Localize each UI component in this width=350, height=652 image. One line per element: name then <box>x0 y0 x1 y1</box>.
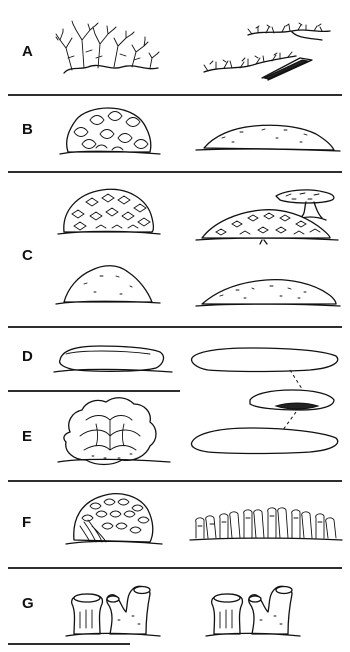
row-c-encrusting-sheet-submerged <box>196 280 340 306</box>
row-c-encrusting-mound-emergent <box>56 266 160 304</box>
row-b-encrusting-coral-submerged <box>196 125 340 151</box>
row-f-brain-coral-emergent <box>66 494 162 544</box>
row-label-g: G <box>22 595 34 612</box>
row-c-brain-coral-submerged <box>196 210 338 244</box>
row-d-plate-coral-emergent <box>54 346 172 372</box>
row-a-branching-coral-submerged <box>204 23 330 80</box>
row-c-brain-coral-emergent <box>58 189 160 234</box>
row-label-b: B <box>22 121 33 138</box>
row-g-tube-forms-submerged <box>206 586 300 636</box>
row-d-to-e-transition-link <box>290 370 304 392</box>
row-label-e: E <box>22 428 32 445</box>
row-label-f: F <box>22 514 31 531</box>
row-d-plate-coral-submerged <box>192 348 338 392</box>
row-label-d: D <box>22 348 33 365</box>
row-label-c: C <box>22 247 33 264</box>
row-f-columnar-coral-submerged <box>190 508 342 540</box>
row-g-tube-forms-emergent <box>66 586 160 636</box>
row-b-knobby-coral-emergent <box>60 108 160 154</box>
row-e-plate-coral-submerged <box>192 390 338 454</box>
row-label-a: A <box>22 43 33 60</box>
row-a-branching-coral-emergent <box>56 21 159 73</box>
row-e-foliose-coral-emergent <box>58 398 170 465</box>
